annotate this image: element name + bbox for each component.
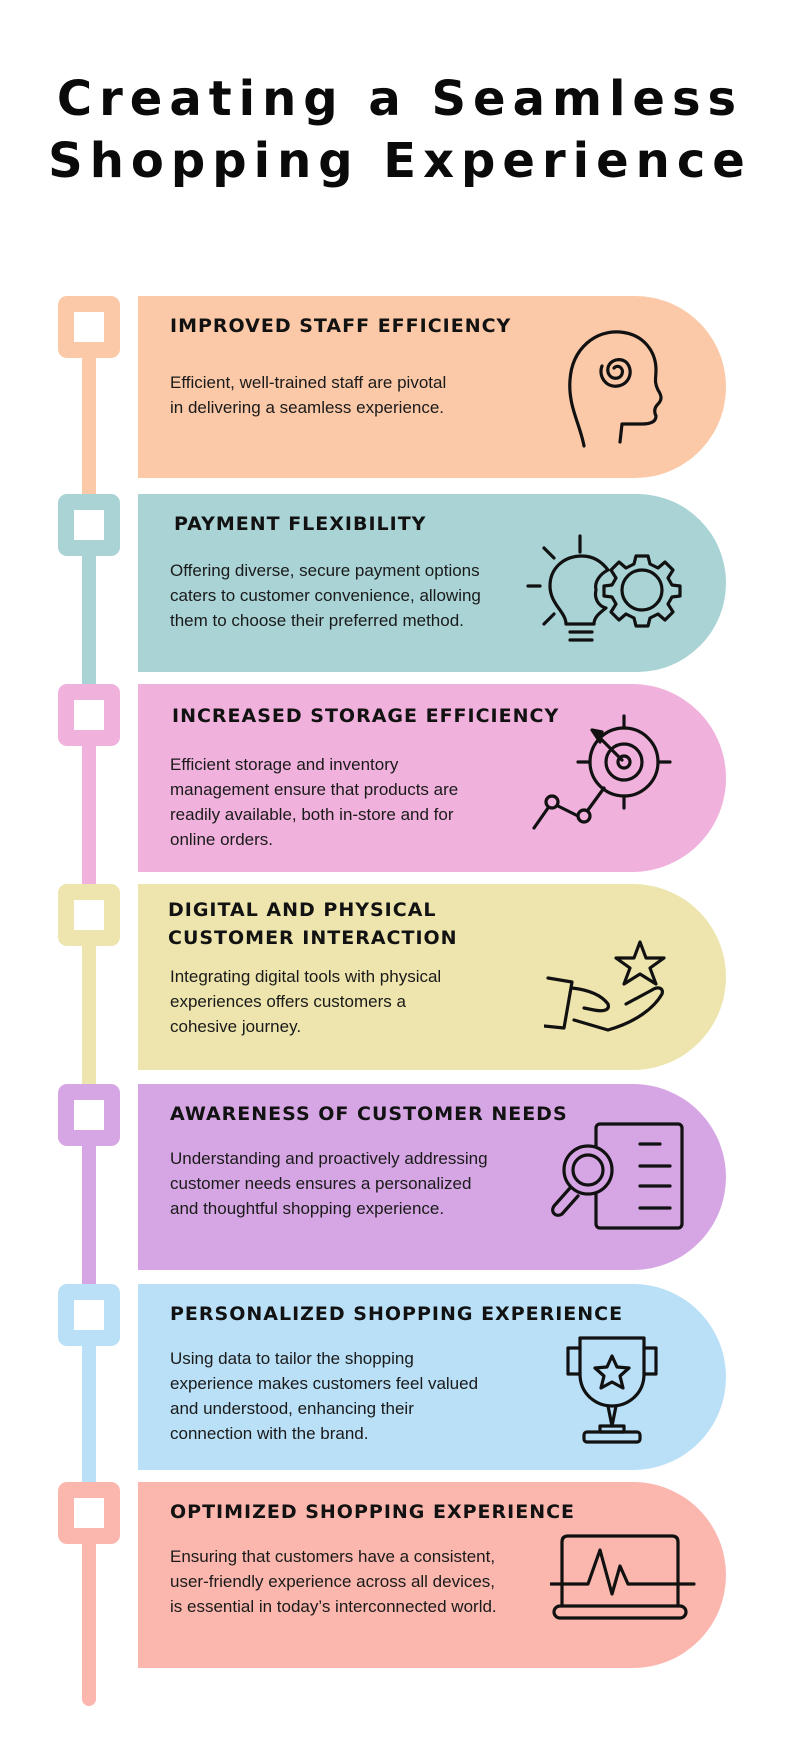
step-title: DIGITAL AND PHYSICAL CUSTOMER INTERACTIO… <box>168 899 458 949</box>
step-card: DIGITAL AND PHYSICAL CUSTOMER INTERACTIO… <box>138 884 726 1070</box>
timeline-marker <box>58 494 120 556</box>
timeline-marker <box>58 684 120 746</box>
step-description: Integrating digital tools with physical … <box>170 967 442 1036</box>
timeline-marker <box>58 296 120 358</box>
step-description: Ensuring that customers have a consisten… <box>170 1547 497 1616</box>
lightbulb-gear-icon <box>522 532 692 652</box>
target-growth-icon <box>532 710 672 834</box>
title-line-1: Creating a Seamless <box>56 71 744 127</box>
laptop-pulse-icon <box>550 1532 700 1624</box>
step-title: AWARENESS OF CUSTOMER NEEDS <box>170 1103 568 1125</box>
step-description: Using data to tailor the shopping experi… <box>170 1349 479 1443</box>
page-title: Creating a Seamless Shopping Experience <box>0 68 800 192</box>
step-card: AWARENESS OF CUSTOMER NEEDS Understandin… <box>138 1084 726 1270</box>
timeline-rail <box>82 714 96 894</box>
document-search-icon <box>546 1120 686 1232</box>
step-title: IMPROVED STAFF EFFICIENCY <box>170 315 512 337</box>
head-spiral-icon <box>562 324 672 452</box>
step-description: Efficient, well-trained staff are pivota… <box>170 373 447 417</box>
timeline-marker <box>58 1084 120 1146</box>
timeline-rail <box>82 914 96 1094</box>
step-description: Understanding and proactively addressing… <box>170 1149 488 1218</box>
timeline-marker <box>58 884 120 946</box>
timeline-rail <box>82 326 96 506</box>
step-title: OPTIMIZED SHOPPING EXPERIENCE <box>170 1501 576 1523</box>
timeline-rail <box>82 1314 96 1494</box>
step-card: PAYMENT FLEXIBILITY Offering diverse, se… <box>138 494 726 672</box>
trophy-star-icon <box>562 1334 662 1446</box>
timeline-rail <box>82 1114 96 1294</box>
step-card: INCREASED STORAGE EFFICIENCY Efficient s… <box>138 684 726 872</box>
step-card: OPTIMIZED SHOPPING EXPERIENCE Ensuring t… <box>138 1482 726 1668</box>
step-title: INCREASED STORAGE EFFICIENCY <box>172 705 560 727</box>
title-line-2: Shopping Experience <box>48 133 752 189</box>
step-card: IMPROVED STAFF EFFICIENCY Efficient, wel… <box>138 296 726 478</box>
timeline-rail <box>82 524 96 694</box>
step-description: Offering diverse, secure payment options… <box>170 561 481 630</box>
timeline-marker <box>58 1284 120 1346</box>
step-card: PERSONALIZED SHOPPING EXPERIENCE Using d… <box>138 1284 726 1470</box>
timeline-rail <box>82 1512 96 1706</box>
step-title: PAYMENT FLEXIBILITY <box>174 513 427 535</box>
step-description: Efficient storage and inventory manageme… <box>170 755 459 849</box>
hand-star-icon <box>544 936 674 1040</box>
timeline-marker <box>58 1482 120 1544</box>
step-title: PERSONALIZED SHOPPING EXPERIENCE <box>170 1303 624 1325</box>
